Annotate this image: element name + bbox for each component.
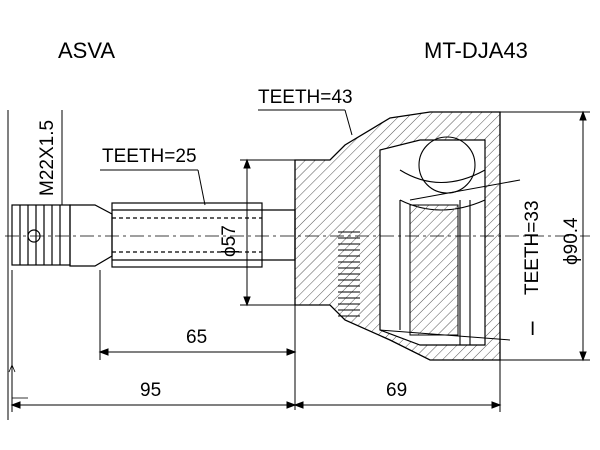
thread-spec-label: M22X1.5 (37, 119, 58, 196)
shaft-teeth-label: TEETH=25 (102, 146, 197, 167)
seal-step (262, 209, 296, 261)
inner-teeth-label: TEETH=33 (522, 200, 543, 295)
dim-69-label: 69 (386, 380, 408, 401)
dim-95-label: 95 (140, 380, 162, 401)
part-number: MT-DJA43 (424, 38, 528, 63)
brand-label: ASVA (58, 38, 116, 63)
ball-cage (399, 136, 486, 345)
leader-lines (61, 109, 521, 341)
dim-shaft-length (98, 270, 297, 410)
splined-shaft (111, 202, 263, 268)
abs-ring (338, 231, 360, 317)
abs-marker-label: I (530, 319, 536, 340)
dim-outer-diameter (500, 110, 590, 362)
dim-seal-diameter (240, 158, 300, 307)
outer-diameter-label: ϕ90.4 (561, 217, 582, 265)
seal-diameter-label: ϕ57 (219, 225, 240, 257)
axis-marker (8, 363, 28, 399)
shaft-neck (69, 204, 113, 267)
threaded-end (11, 204, 71, 266)
dim-65-label: 65 (186, 327, 208, 348)
inner-race-section (409, 204, 459, 336)
outer-teeth-label: TEETH=43 (258, 87, 353, 108)
